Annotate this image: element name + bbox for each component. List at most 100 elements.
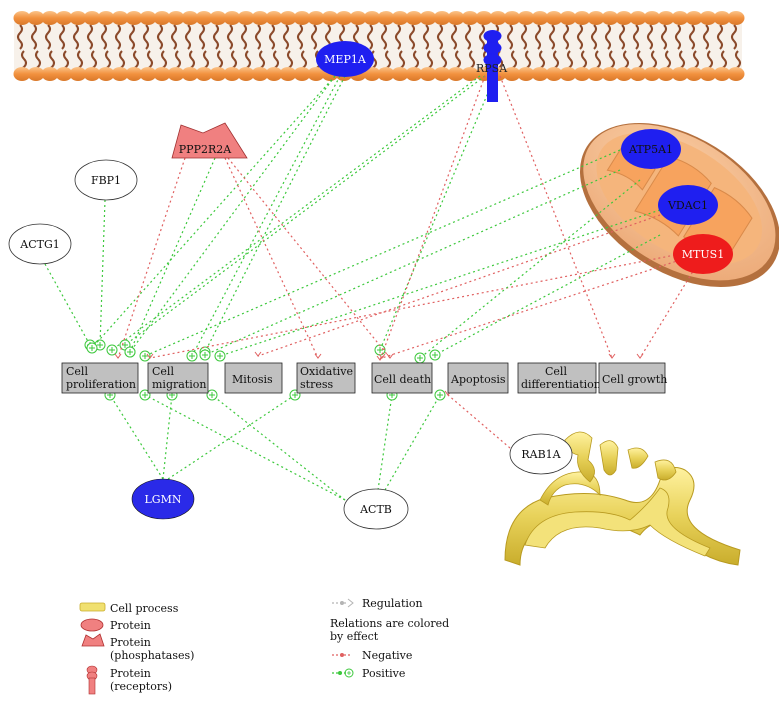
positive-marker [124,346,136,358]
positive-marker [429,349,441,361]
positive-marker [434,389,446,401]
protein-actg1[interactable]: ACTG1 [8,223,72,265]
lipid-tail [255,24,261,50]
lipid-head [125,67,143,81]
process-label: migration [152,378,206,391]
lipid-head [531,67,549,81]
lipid-head [223,67,241,81]
positive-marker [414,352,426,364]
lipid-head [279,67,297,81]
lipid-head [279,11,297,25]
positive-relation [144,149,621,357]
lipid-head [237,67,255,81]
lipid-head [615,67,633,81]
lipid-head [405,11,423,25]
protein-actb[interactable]: ACTB [343,488,409,530]
process-apoptosis[interactable]: Apoptosis [447,362,509,394]
process-label: Oxidative [300,365,353,378]
lipid-head [223,11,241,25]
lipid-head [195,67,213,81]
process-cell-proliferation[interactable]: Cell proliferation [61,362,139,394]
lipid-head [139,11,157,25]
legend-receptor: Protein (receptors) [86,665,172,695]
protein-lgmn[interactable]: LGMN [131,478,195,520]
negative-marker [378,353,386,359]
lipid-head [447,11,465,25]
lipid-head [41,67,59,81]
node-label: ATP5A1 [628,143,673,156]
lipid-head [433,11,451,25]
lipid-head [629,11,647,25]
lipid-head [251,11,269,25]
process-cell-differentiation[interactable]: Cell differentiation [517,362,601,394]
process-oxidative-stress[interactable]: Oxidative stress [296,362,356,394]
lipid-tail [381,24,387,50]
process-mitosis[interactable]: Mitosis [224,362,283,394]
positive-marker [206,389,218,401]
lipid-head [461,67,479,81]
positive-marker [186,350,198,362]
lipid-head [545,67,563,81]
lipid-tail [87,24,93,50]
lipid-head [461,11,479,25]
relation-edges [44,75,696,501]
negative-relation [499,75,613,359]
lipid-head [419,11,437,25]
positive-relation [419,179,641,359]
lipid-tail [661,24,667,50]
lipid-tail [157,24,163,50]
legend-label: Protein [110,667,151,680]
negative-relation [639,267,696,359]
process-cell-growth[interactable]: Cell growth [598,362,667,394]
protein-mtus1[interactable]: MTUS1 [673,234,733,274]
protein-mep1a[interactable]: MEP1A [316,41,374,77]
protein-rab1a[interactable]: RAB1A [509,433,573,475]
lipid-head [475,11,493,25]
protein-vdac1[interactable]: VDAC1 [658,185,718,225]
lipid-head [377,67,395,81]
lipid-tail [717,24,723,50]
phosphatase-ppp2r2a[interactable]: PPP2R2A [171,122,248,159]
process-cell-death[interactable]: Cell death [371,362,433,394]
process-label: Cell [66,365,88,378]
lipid-tail [227,24,233,50]
lipid-head [55,11,73,25]
lipid-tail [59,24,65,50]
lipid-head [657,11,675,25]
negative-relation [447,394,511,449]
lipid-head [517,67,535,81]
cell-membrane [13,11,745,81]
positive-marker [139,350,151,362]
legend-positive: Positive [332,667,405,680]
lipid-tail [213,24,219,50]
lipid-head [265,67,283,81]
process-label: Cell growth [602,373,667,386]
positive-relation [204,169,621,356]
lipid-tail [563,24,569,50]
lipid-head [517,11,535,25]
lipid-head [195,11,213,25]
lipid-head [685,11,703,25]
positive-marker [199,349,211,361]
lipid-head [125,11,143,25]
lipid-tail [689,24,695,50]
negative-marker [386,353,394,359]
lipid-tail [633,24,639,50]
protein-atp5a1[interactable]: ATP5A1 [621,129,681,169]
lipid-tail [283,24,289,50]
lipid-tail [605,24,611,50]
legend-label: (phosphatases) [110,649,194,662]
protein-fbp1[interactable]: FBP1 [74,159,138,201]
lipid-head [545,11,563,25]
lipid-head [97,11,115,25]
process-label: proliferation [66,378,136,391]
receptor-rpsa[interactable]: RPSA [476,30,508,102]
lipid-head [27,11,45,25]
lipid-head [13,11,31,25]
legend-relations-title: Relations are colored [330,617,449,630]
process-cell-migration[interactable]: Cell migration [147,362,209,394]
lipid-head [587,11,605,25]
lipid-tail [17,24,23,50]
node-label: MTUS1 [682,248,724,261]
lipid-head [335,11,353,25]
